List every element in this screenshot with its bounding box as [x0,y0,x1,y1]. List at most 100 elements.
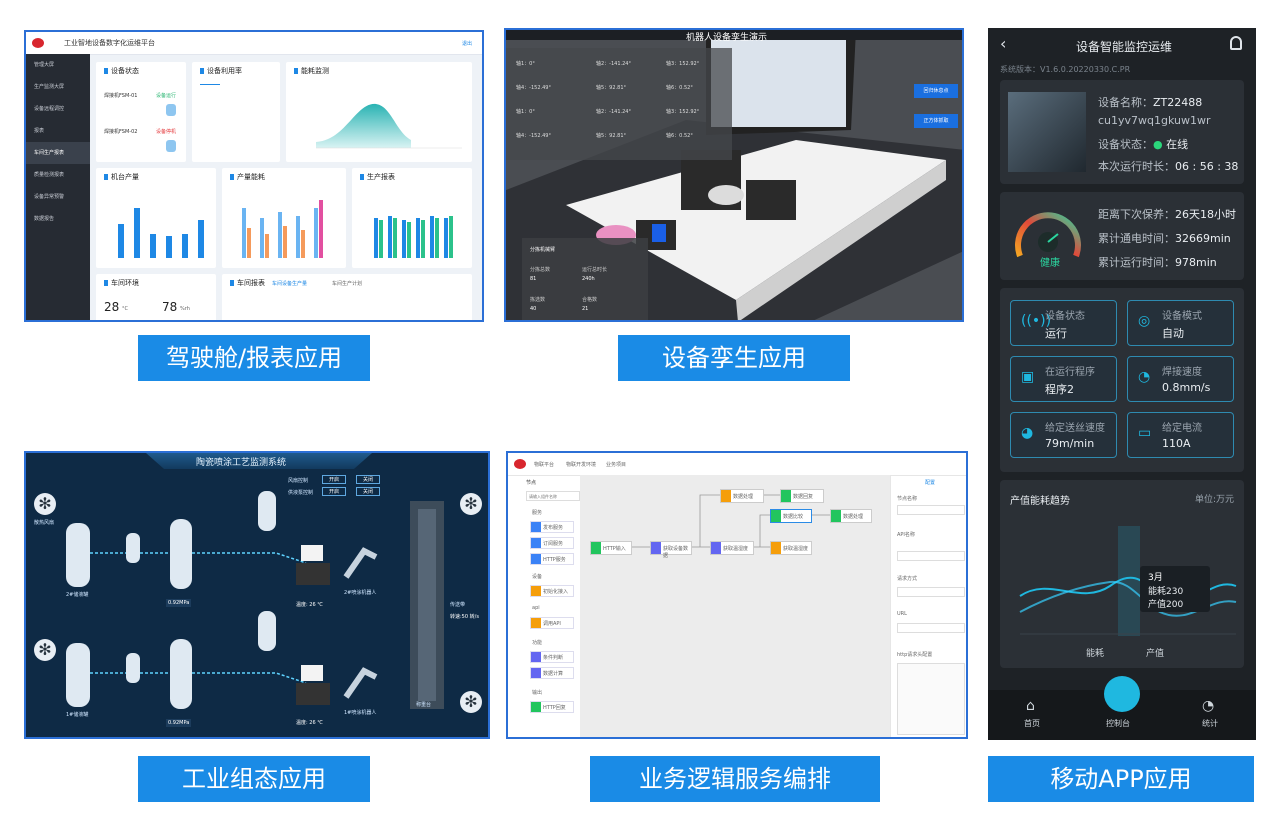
palette-group[interactable]: 功能 [532,640,543,646]
sidebar-item[interactable]: 质量检测报表 [34,172,65,178]
palette-group[interactable]: 设备 [532,574,543,580]
fan-control-label: 风扇控制 [288,478,309,484]
service-icon [531,522,541,532]
palette-item-label: 订阅服务 [543,541,564,547]
return-rest-button[interactable]: 回归休息点 [914,84,958,98]
flow-canvas[interactable]: HTTP输入 获取设备数据 获取温湿度 数据处理 数据回复 获取温湿度 数据比较… [580,475,890,737]
sidebar-item[interactable]: 设备异常预警 [34,194,65,200]
humidity-unit: %rh [180,306,190,312]
console-button[interactable] [1104,676,1140,712]
logout-link[interactable]: 退出 [461,41,472,47]
close-button[interactable]: 关闭 [356,487,381,496]
sidebar-item[interactable]: 报表 [34,128,45,134]
open-button[interactable]: 开启 [322,475,347,484]
device-icon [721,490,731,502]
nav-home[interactable]: 首页 [1024,719,1040,728]
palette-group[interactable]: 输出 [532,690,543,696]
sidebar-item[interactable]: 设备远程调控 [34,106,65,112]
card-environment: 车间环境 28 °C 78 %rh [96,274,216,320]
gauge-icon: ◕ [1021,425,1034,441]
palette-item[interactable]: 数据计算 [530,667,574,679]
card-device-status: 设备状态 焊接机FSM-01 设备运行 焊接机FSM-02 设备停机 [96,62,186,162]
tile-label: 在运行程序 [1045,367,1095,378]
joint-value: 轴6：0.52° [666,85,693,91]
device-name: 焊接机FSM-02 [104,129,138,135]
stats-icon[interactable]: ◔ [1202,698,1215,714]
tile-value: 79m/min [1045,437,1095,450]
cube-grab-button[interactable]: 正方体抓取 [914,114,958,128]
nav-stats[interactable]: 统计 [1202,719,1218,728]
tile-device-status[interactable]: ((•))设备状态运行 [1010,300,1117,346]
info-value: 40 [530,306,537,312]
breadcrumb[interactable]: 物联平台 [534,462,555,468]
online-dot-icon: ● [1153,138,1167,151]
sidebar-item-active[interactable]: 车间生产报表 [26,142,90,164]
tab-shop-output[interactable]: 车间设备生产量 [272,281,308,287]
flow-node[interactable]: HTTP输入 [590,541,632,555]
joint-value: 轴5：92.81° [596,133,626,139]
palette-item[interactable]: 调用API [530,617,574,629]
fan-icon: ✻ [34,639,56,661]
flow-node[interactable]: 获取设备数据 [650,541,692,559]
tile-program[interactable]: ▣在运行程序程序2 [1010,356,1117,402]
palette-item[interactable]: 发布服务 [530,521,574,533]
field-label: URL [897,611,907,617]
label: 本次运行时长： [1098,160,1175,173]
nav-console[interactable]: 控制台 [1106,719,1130,728]
fan-icon: ✻ [460,493,482,515]
node-name-input[interactable] [897,505,965,515]
flow-node[interactable]: 数据处理 [720,489,764,503]
card-title: 设备状态 [104,66,139,76]
bottom-nav: ⌂ 首页 控制台 ◔ 统计 [988,676,1256,740]
palette-group[interactable]: api [532,605,540,611]
battery-icon: ▭ [1138,425,1152,441]
close-button[interactable]: 关闭 [356,475,381,484]
output-icon [781,490,791,502]
breadcrumb[interactable]: 物联开发环境 [566,462,597,468]
home-icon[interactable]: ⌂ [1026,698,1035,714]
card-title: 产量能耗 [230,172,265,182]
palette-item[interactable]: 条件判断 [530,651,574,663]
label: 距离下次保养： [1098,208,1175,221]
tab-shop-plan[interactable]: 车间生产计划 [332,281,363,287]
palette-item[interactable]: HTTP回复 [530,701,574,713]
user-icon[interactable] [1230,36,1242,50]
field-label: API名称 [897,532,915,538]
api-name-input[interactable] [897,551,965,561]
palette-search-input[interactable] [526,491,580,501]
node-palette: 节点 服务 发布服务 订阅服务 HTTP服务 设备 初始化接入 api 调用AP… [508,475,581,737]
flow-node[interactable]: 获取温湿度 [770,541,812,555]
flow-node[interactable]: 数据处理 [830,509,872,523]
breadcrumb[interactable]: 业务项目 [606,462,627,468]
sidebar-item[interactable]: 生产监测大屏 [34,84,65,90]
url-input[interactable] [897,623,965,633]
tile-device-mode[interactable]: ◎设备模式自动 [1127,300,1234,346]
palette-item[interactable]: 初始化接入 [530,585,574,597]
sidebar-item[interactable]: 管理大屏 [34,62,55,68]
logo-icon [514,459,526,469]
scada-title: 陶瓷喷涂工艺监测系统 [196,458,287,468]
speed-readout: 转速:50 转/s [450,614,479,620]
sidebar-item[interactable]: 数据报告 [34,216,55,222]
method-select[interactable] [897,587,965,597]
caption-cockpit: 驾驶舱/报表应用 [138,335,370,381]
palette-item-label: 条件判断 [543,655,564,661]
flow-node[interactable]: 数据比较 [770,509,812,523]
header-code-editor[interactable] [897,663,965,735]
joint-value: 轴3：152.92° [666,61,700,67]
back-icon[interactable]: ‹ [1000,34,1007,53]
caption-mobile: 移动APP应用 [988,756,1254,802]
open-button[interactable]: 开启 [322,487,347,496]
mobile-screenshot: ‹ 设备智能监控运维 系统版本：V1.6.0.20220330.C.PR 设备名… [988,28,1256,740]
flow-node[interactable]: 获取温湿度 [710,541,754,555]
flow-node[interactable]: 数据回复 [780,489,824,503]
palette-item[interactable]: HTTP服务 [530,553,574,565]
humidity-value: 78 [162,300,178,314]
palette-item[interactable]: 订阅服务 [530,537,574,549]
output-icon [531,702,541,712]
palette-group[interactable]: 服务 [532,510,543,516]
tank-label: 2#储液罐 [66,592,89,598]
